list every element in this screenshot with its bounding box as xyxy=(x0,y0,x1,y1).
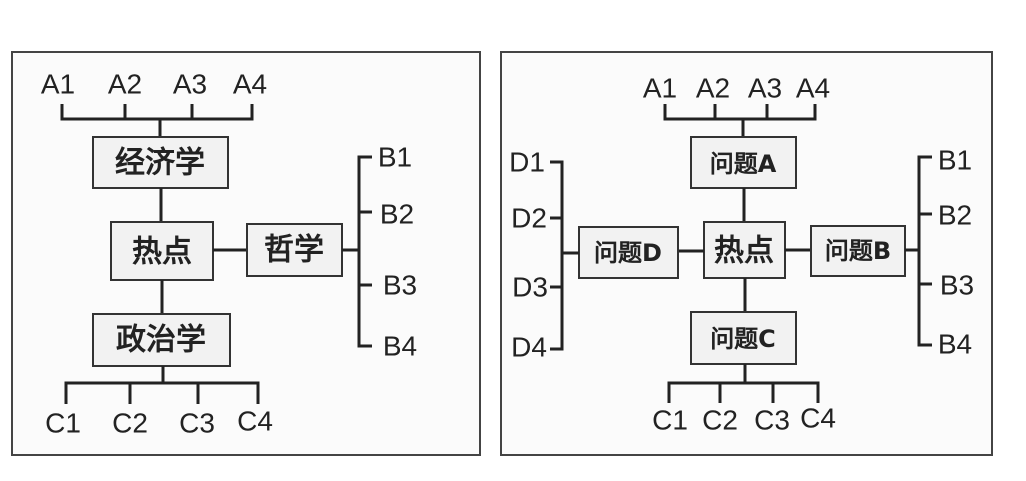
right-left-node-box xyxy=(578,226,679,279)
right-d3-label: D3 xyxy=(512,272,548,303)
right-bottom-node-box xyxy=(690,311,797,365)
left-center-node-box xyxy=(110,221,214,281)
left-b2-label: B2 xyxy=(380,199,414,230)
right-b4-label: B4 xyxy=(938,329,972,360)
left-c2-label: C2 xyxy=(112,408,148,439)
left-top-node: 经济学 xyxy=(115,146,205,181)
left-b1-label: B1 xyxy=(378,142,412,173)
right-right-node-box xyxy=(810,225,906,277)
right-d4-label: D4 xyxy=(511,332,547,363)
right-c2-label: C2 xyxy=(702,405,738,436)
left-a-connector xyxy=(60,104,254,137)
right-c-connector xyxy=(667,364,820,403)
right-a2-label: A2 xyxy=(696,73,730,104)
left-diagram: A1 A2 A3 A4 经济学 热点 政治学 哲学 B1 B2 B3 B4 C1… xyxy=(11,51,481,456)
left-a1-label: A1 xyxy=(41,69,75,100)
right-c1-label: C1 xyxy=(652,405,688,436)
left-c3-label: C3 xyxy=(179,408,215,439)
left-c-connector xyxy=(64,366,260,404)
right-top-node-box xyxy=(690,136,797,189)
left-a3-label: A3 xyxy=(173,69,207,100)
left-b4-label: B4 xyxy=(383,331,417,362)
left-b3-label: B3 xyxy=(383,270,417,301)
right-a-connector xyxy=(663,104,817,137)
right-top-node: 问题A xyxy=(710,150,777,178)
right-b1-label: B1 xyxy=(938,145,972,176)
left-right-node: 哲学 xyxy=(264,233,324,268)
left-bottom-node-box xyxy=(92,313,231,367)
left-right-node-box xyxy=(246,223,343,277)
right-b2-label: B2 xyxy=(938,200,972,231)
left-bottom-node: 政治学 xyxy=(116,323,206,358)
right-d1-label: D1 xyxy=(509,147,545,178)
left-c4-label: C4 xyxy=(237,406,273,437)
right-a1-label: A1 xyxy=(643,73,677,104)
left-center-node: 热点 xyxy=(132,235,192,270)
right-left-node: 问题D xyxy=(594,239,662,267)
right-bottom-node: 问题C xyxy=(710,325,776,353)
left-a2-label: A2 xyxy=(108,69,142,100)
left-a4-label: A4 xyxy=(233,69,267,100)
right-right-node: 问题B xyxy=(825,237,891,265)
right-d2-label: D2 xyxy=(511,203,547,234)
left-b-connector xyxy=(342,155,372,348)
right-center-node: 热点 xyxy=(714,234,774,269)
right-d-connector xyxy=(550,160,579,351)
right-c4-label: C4 xyxy=(800,403,836,434)
right-a3-label: A3 xyxy=(748,73,782,104)
right-b3-label: B3 xyxy=(940,270,974,301)
right-diagram: A1 A2 A3 A4 问题A 热点 问题C 问题B 问题D B1 B2 B3 … xyxy=(500,51,993,456)
right-b-connector xyxy=(905,155,932,347)
left-c1-label: C1 xyxy=(45,408,81,439)
right-a4-label: A4 xyxy=(796,73,830,104)
right-c3-label: C3 xyxy=(754,405,790,436)
